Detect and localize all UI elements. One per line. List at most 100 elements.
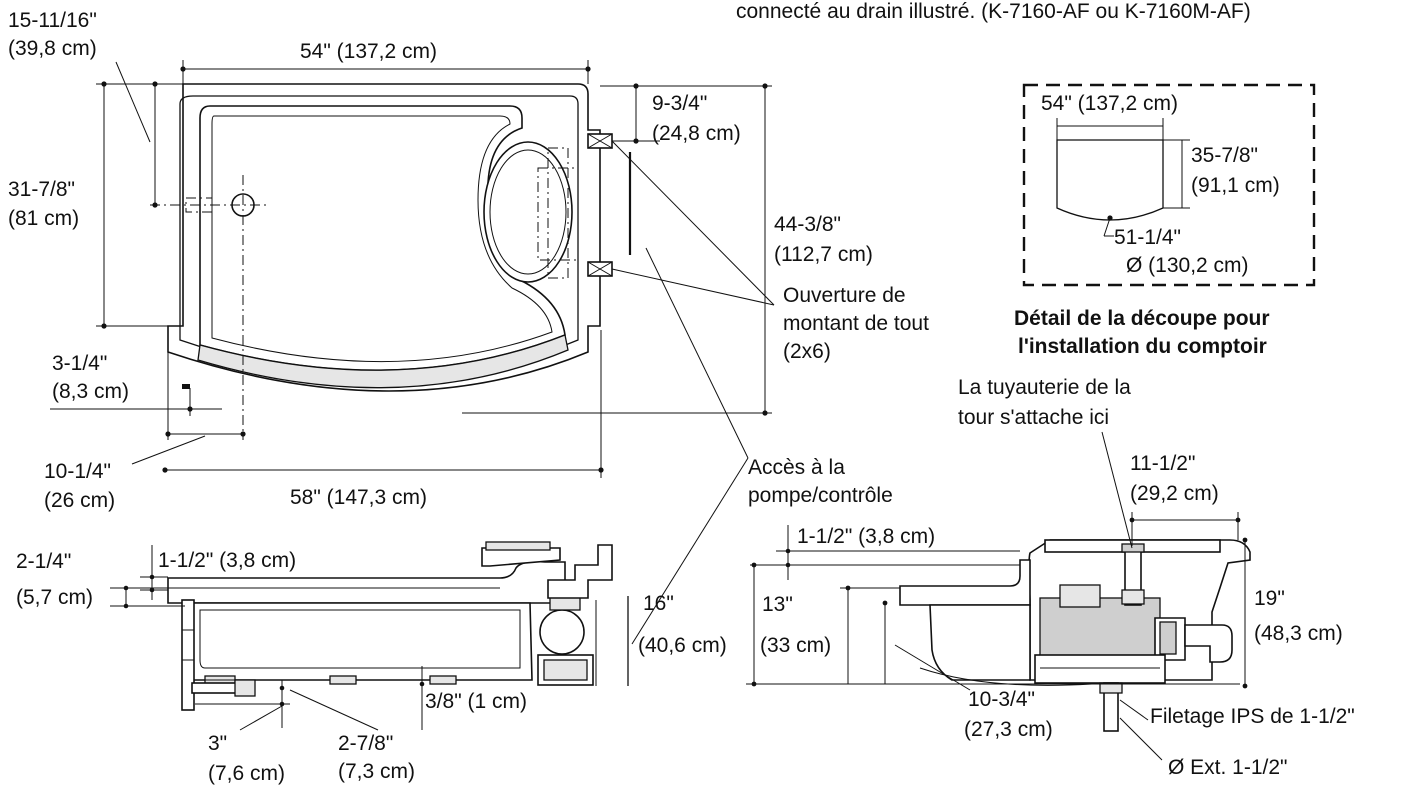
plan-dim10-leader [131,435,206,465]
front-drain-pipe-v [181,599,195,711]
detail-frame [1022,83,1316,287]
plan-dim44-cm: (112,7 cm) [774,243,873,266]
front-dim278-in: 2-7/8" [338,732,393,755]
plan-pump-hidden [537,167,579,261]
plan-dim9-in: 9-3/4" [652,92,707,115]
plan-opening-2: montant de tout [783,312,929,335]
side-elbow [1184,624,1233,663]
plan-dim3-cm: (8,3 cm) [52,380,129,403]
plan-dim15-leader [115,61,151,143]
side-dim1034-cm: (27,3 cm) [964,718,1053,741]
front-dim2-cm: (5,7 cm) [16,586,93,609]
plan-basin-inner [211,115,553,363]
plan-opening-3: (2x6) [783,340,831,363]
front-pump-pipe [547,544,613,599]
plan-dim31-cm: (81 cm) [8,207,79,230]
cutout-detail: 54" (137,2 cm) 35-7/8" (91,1 cm) 51-1/4"… [1014,83,1316,358]
side-dim1034-in: 10-3/4" [968,688,1035,711]
front-dim112-label: 1-1/2" (3,8 cm) [158,549,296,572]
front-dim112-dot-t [149,574,155,580]
front-dim38-dot [419,681,425,687]
front-dim16-in: 16" [643,592,674,615]
plan-dim9-dot-b [633,138,639,144]
front-dim278-cm: (7,3 cm) [338,760,415,783]
plan-drain-slot [182,384,190,389]
side-tower-nut [1121,543,1145,553]
plan-front-step [197,334,569,389]
plan-dim58-label: 58" (147,3 cm) [290,486,427,509]
side-tower-1: La tuyauterie de la [958,376,1131,399]
plan-dim44-in: 44-3/8" [774,213,841,236]
detail-caption-2: l'installation du comptoir [1018,335,1267,358]
detail-dim51-leader [1103,217,1111,237]
plan-dim54-label: 54" (137,2 cm) [300,40,437,63]
plan-view: 54" (137,2 cm) 15-11/16" (39,8 cm) 31-7/… [8,9,929,512]
front-dim3-cm: (7,6 cm) [208,762,285,785]
front-dim3-dot-b [279,701,285,707]
side-tub-body [929,604,1031,681]
side-dim1112-dot-l [1129,517,1135,523]
side-dim19-dot-b [1242,683,1248,689]
plan-dim3-dot-r [187,406,193,412]
front-foot-2 [329,675,357,685]
front-pump-base-inner [543,659,588,681]
side-ext: Ø Ext. 1-1/2" [1168,756,1288,779]
front-dim3-in: 3" [208,732,227,755]
side-dim19-dot-t [1242,537,1248,543]
front-dim3-dot-t [279,685,285,691]
side-drain-nut [1099,682,1123,694]
side-tower-fitting [1121,589,1145,605]
front-foot-3 [429,675,457,685]
pump-access-2: pompe/contrôle [748,484,893,507]
plan-pillow-oval [483,141,573,283]
plan-dim15-dot-b [152,202,158,208]
front-dim112-dot-b [149,587,155,593]
plan-stud-x2 [587,133,613,149]
plan-opening-leader-2 [611,268,775,306]
pump-access-1: Accès à la [748,456,845,479]
side-motor-cap [1159,621,1177,655]
side-step [899,559,1031,606]
plan-stud-x4 [587,261,613,277]
detail-dim35-cm: (91,1 cm) [1191,174,1280,197]
pump-access-leader-1 [645,247,749,459]
front-dim3-leader [239,705,283,731]
plan-dim10-dot-r [240,431,246,437]
front-dim16-cm: (40,6 cm) [638,634,727,657]
side-dim1112-in: 11-1/2" [1130,452,1195,475]
side-dim13-dot-t [751,562,757,568]
plan-dim31-in: 31-7/8" [8,178,75,201]
side-tower-leader [1101,431,1133,549]
detail-dim51-cm: Ø (130,2 cm) [1126,254,1249,277]
plan-dim9-cm: (24,8 cm) [652,122,741,145]
front-pump-motor [539,609,585,655]
detail-dim51-in: 51-1/4" [1114,226,1181,249]
front-dim2-in: 2-1/4" [16,550,71,573]
side-dim112-dot-t [785,548,791,554]
front-dim2-dot-b [123,603,129,609]
side-tower-2: tour s'attache ici [958,406,1109,429]
side-dim13-in: 13" [762,593,793,616]
side-dim19-in: 19" [1254,587,1285,610]
pump-access-leader-2 [631,457,749,645]
front-drain-fitting [234,679,256,697]
plan-dim15-in: 15-11/16" [8,9,97,32]
side-thread: Filetage IPS de 1-1/2" [1150,705,1355,728]
side-ext-leader [1119,717,1163,761]
side-dim1112-dot-r [1235,517,1241,523]
front-dim2-dot-t [123,585,129,591]
plan-dim10-in: 10-1/4" [44,460,111,483]
front-pillow-top [485,541,551,551]
side-motor-base [1034,654,1166,684]
top-note: connecté au drain illustré. (K-7160-AF o… [736,0,1251,23]
detail-dim54-label: 54" (137,2 cm) [1041,92,1178,115]
side-thread-leader [1119,699,1149,721]
plan-opening-1: Ouverture de [783,284,906,307]
pump-access-callout: Accès à la pompe/contrôle [631,247,893,645]
side-dim19-cm: (48,3 cm) [1254,622,1343,645]
plan-dim15-cm: (39,8 cm) [8,37,97,60]
side-dim112-dot-b [785,562,791,568]
plan-dim3-in: 3-1/4" [52,352,107,375]
